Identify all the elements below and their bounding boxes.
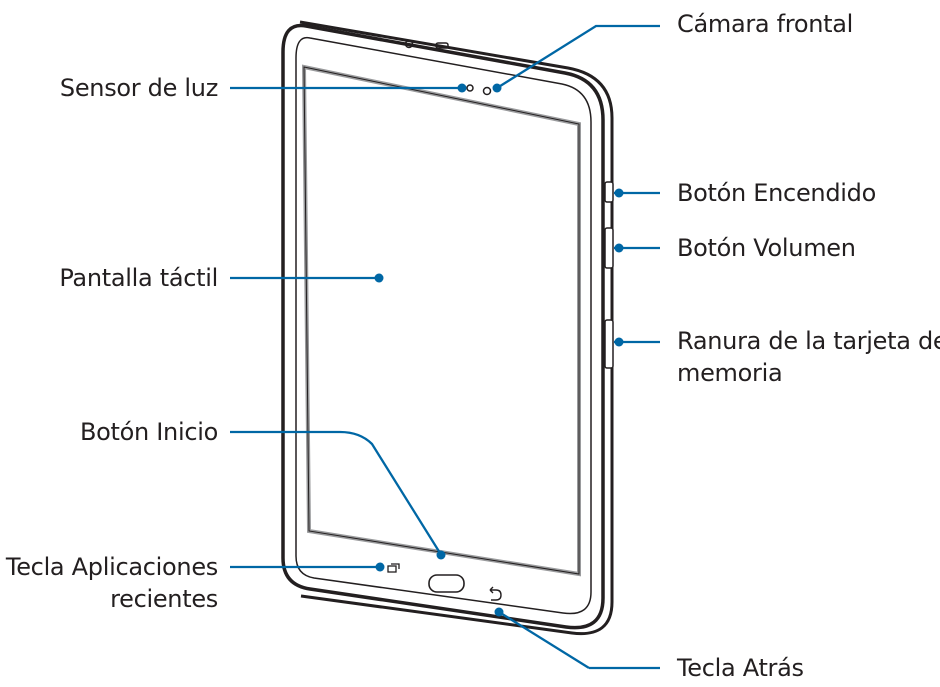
label-recent-apps-key: Tecla Aplicaciones recientes bbox=[6, 551, 218, 615]
recent-apps-icon bbox=[387, 563, 400, 573]
home-button-icon bbox=[428, 574, 465, 593]
headphone-jack-icon bbox=[404, 39, 414, 49]
dot-home-button bbox=[436, 550, 446, 560]
label-memory-card-slot-line1: Ranura de la tarjeta de bbox=[677, 327, 940, 355]
dot-light-sensor bbox=[457, 83, 467, 93]
label-front-camera: Cámara frontal bbox=[677, 10, 854, 38]
dot-memory-card bbox=[614, 337, 624, 347]
label-recent-apps-line2: recientes bbox=[110, 585, 218, 613]
dot-recent-apps bbox=[375, 562, 385, 572]
label-light-sensor: Sensor de luz bbox=[59, 74, 218, 102]
top-port-icon bbox=[435, 42, 449, 49]
touchscreen-area bbox=[301, 64, 581, 577]
label-memory-card-slot: Ranura de la tarjeta de memoria bbox=[677, 325, 940, 389]
power-button-icon bbox=[604, 181, 614, 203]
label-volume-button: Botón Volumen bbox=[677, 234, 856, 262]
dot-power-button bbox=[614, 188, 624, 198]
front-camera-icon bbox=[482, 86, 492, 96]
dot-back-key bbox=[494, 607, 504, 617]
label-memory-card-slot-line2: memoria bbox=[677, 359, 783, 387]
volume-button-icon bbox=[604, 227, 614, 269]
label-recent-apps-line1: Tecla Aplicaciones bbox=[5, 553, 218, 581]
leader-line-home-button bbox=[230, 430, 441, 554]
memory-card-slot-icon bbox=[604, 319, 614, 369]
label-back-key: Tecla Atrás bbox=[677, 654, 804, 682]
dot-front-camera bbox=[492, 83, 502, 93]
leader-line-back-key bbox=[498, 611, 590, 669]
back-arrow-icon bbox=[489, 586, 502, 601]
label-touchscreen: Pantalla táctil bbox=[59, 264, 218, 292]
dot-volume-button bbox=[614, 243, 624, 253]
label-home-button: Botón Inicio bbox=[80, 418, 218, 446]
light-sensor-icon bbox=[466, 84, 474, 92]
leader-line-front-camera bbox=[496, 24, 660, 89]
dot-touchscreen bbox=[374, 273, 384, 283]
label-power-button: Botón Encendido bbox=[677, 179, 876, 207]
